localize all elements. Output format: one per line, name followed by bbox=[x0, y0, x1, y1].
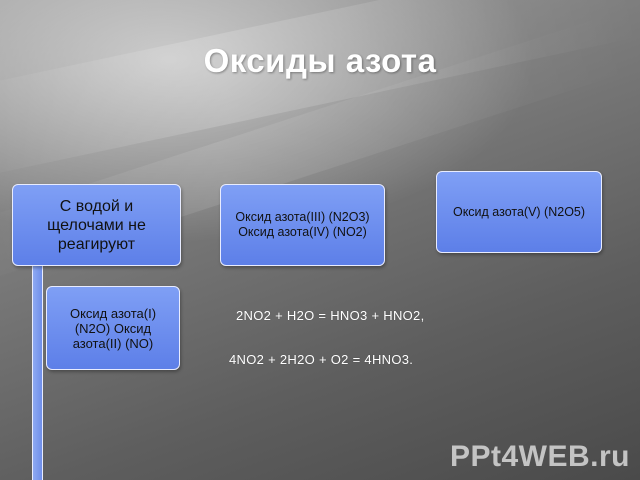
box-no-reaction: С водой и щелочами не реагируют bbox=[12, 184, 181, 266]
box-no-reaction-label: С водой и щелочами не реагируют bbox=[47, 197, 146, 253]
box-oxides-iii-iv-label: Оксид азота(III) (N2O3) Оксид азота(IV) … bbox=[235, 210, 370, 239]
watermark: PPt4WEB.ru bbox=[449, 440, 630, 473]
box-oxides-i-ii: Оксид азота(I) (N2O) Оксид азота(II) (NO… bbox=[46, 286, 180, 370]
box-oxide-v-label: Оксид азота(V) (N2O5) bbox=[452, 204, 586, 219]
connector-line bbox=[32, 266, 43, 480]
box-oxides-i-ii-label: Оксид азота(I) (N2O) Оксид азота(II) (NO… bbox=[69, 305, 157, 351]
box-oxides-iii-iv: Оксид азота(III) (N2O3) Оксид азота(IV) … bbox=[220, 184, 385, 266]
slide-title: Оксиды азота bbox=[203, 42, 437, 79]
equation-1: 2NO2 + H2O = HNO3 + HNO2, bbox=[236, 308, 425, 323]
box-oxide-v: Оксид азота(V) (N2O5) bbox=[436, 171, 602, 253]
equation-2: 4NO2 + 2H2O + O2 = 4HNO3. bbox=[229, 352, 414, 367]
